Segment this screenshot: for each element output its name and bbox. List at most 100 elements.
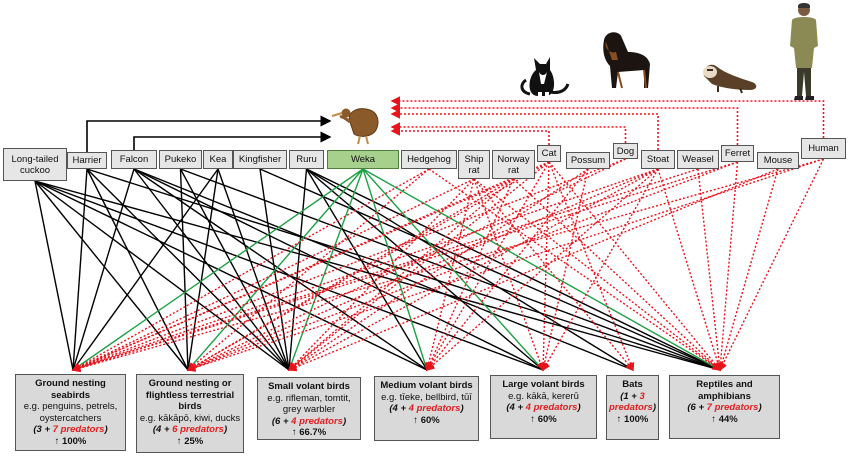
link-weasel-seabirds [71,168,699,372]
weka-arrow-ferret [390,103,739,145]
predator-node-possum: Possum [566,152,610,169]
up-arrow-icon: ↑ [711,413,719,425]
introduced-count-group: 3 predators [609,391,653,414]
prey-title: Bats [622,379,643,390]
native-count: 4 [392,403,398,414]
link-kingfisher-small [259,168,290,371]
prey-increase: ↑ 100% [609,414,656,426]
prey-example: e.g. penguins, petrels, oystercatchers [23,401,118,424]
introduced-count-group: 4 predators [409,403,461,414]
link-cat-terrestrial [186,161,550,371]
weka-predation-arrows [86,96,825,152]
predator-label: Mouse [763,155,793,166]
link-kea-terrestrial [187,168,219,371]
prey-title: Ground nesting or flightless terrestrial… [145,378,235,412]
prey-increase: ↑ 60% [493,414,594,426]
predator-label: Cat [541,148,557,159]
prey-increase-value: 25% [184,435,204,447]
native-count: 4 [156,424,162,435]
links-layer [34,158,825,373]
link-shiprat-large [473,178,545,372]
link-kea-seabirds [72,168,219,371]
prey-example: e.g. rifleman, tomtit, grey warbler [267,392,351,416]
predator-node-ferret: Ferret [721,145,754,162]
cat-icon [520,57,570,96]
native-count: 6 [690,402,696,413]
introduced-count: 6 [172,424,178,435]
prey-predator-count: (4 + 6 predators) [152,424,228,435]
link-cuckoo-seabirds [34,180,74,371]
link-stoat-reptiles [657,168,722,372]
prey-box-reptiles: Reptiles and amphibians(6 + 7 predators)… [669,375,780,439]
predator-node-harrier: Harrier [67,152,107,169]
predator-node-shiprat: Ship rat [458,150,490,179]
prey-predator-count: (6 + 4 predators) [271,415,347,427]
link-ferret-seabirds [71,161,738,372]
count-suffix: predators [299,415,343,427]
link-norwayrat-small [287,178,514,371]
link-weka-small [288,168,364,371]
predator-label: Dog [616,145,635,157]
native-count: 3 [36,424,42,435]
predator-label: Stoat [646,154,670,165]
link-harrier-reptiles [86,168,721,371]
link-norwayrat-medium [426,178,515,372]
link-pukeko-terrestrial [179,168,189,371]
link-shiprat-medium [424,178,475,372]
introduced-count: 7 [706,402,712,413]
introduced-count-group: 4 predators [526,402,578,413]
predator-label: Harrier [72,155,102,166]
link-cuckoo-small [34,180,290,371]
link-falcon-large [133,168,544,371]
prey-title: Ground nesting seabirds [35,378,106,401]
up-arrow-icon: ↑ [176,435,185,447]
native-count: 1 [623,390,629,402]
prey-increase-value: 100% [624,413,649,425]
count-suffix: predators [180,424,224,435]
predator-label: Pukeko [164,154,197,165]
link-stoat-terrestrial [186,168,659,372]
link-possum-small [287,168,589,371]
predator-node-hedgehog: Hedgehog [401,150,457,169]
up-arrow-icon: ↑ [54,435,63,447]
link-weka-seabirds [72,168,364,371]
link-cat-small [287,161,550,371]
predator-label: Human [808,143,839,154]
prey-increase-value: 60% [537,413,557,425]
prey-title: Small volant birds [268,381,350,392]
up-arrow-icon: ↑ [413,414,421,426]
predator-label: Possum [570,155,606,166]
link-mouse-reptiles [717,168,779,372]
prey-increase: ↑ 60% [377,415,476,427]
predator-label: Hedgehog [407,154,451,165]
link-pukeko-small [179,168,290,371]
link-cuckoo-medium [34,180,428,371]
link-cat-bats [548,161,635,372]
link-falcon-bats [133,168,634,371]
prey-box-terrestrial: Ground nesting or flightless terrestrial… [136,374,244,453]
prey-increase-value: 60% [420,414,440,426]
link-human-seabirds [71,158,824,373]
prey-increase-value: 100% [62,435,87,447]
link-ferret-terrestrial [186,161,738,372]
predator-node-norwayrat: Norway rat [492,150,535,179]
weka-arrow-cat [390,126,550,145]
predator-label: Kea [209,154,227,165]
prey-predator-count: (4 + 4 predators) [389,403,464,414]
prey-example: e.g. tīeke, bellbird, tūī [381,391,472,403]
link-harrier-seabirds [72,168,88,371]
introduced-count: 4 [525,402,531,413]
predator-label: Long-tailed cuckoo [11,153,59,176]
link-cuckoo-terrestrial [34,180,189,371]
link-falcon-medium [133,168,428,371]
predator-node-cat: Cat [537,145,561,162]
weka-arrow-human [390,96,825,138]
prey-increase-value: 66.7% [299,427,327,438]
link-pukeko-reptiles [180,168,721,371]
count-suffix: predators [714,402,759,413]
link-kingfisher-reptiles [259,168,721,371]
prey-increase: ↑ 44% [672,414,777,426]
